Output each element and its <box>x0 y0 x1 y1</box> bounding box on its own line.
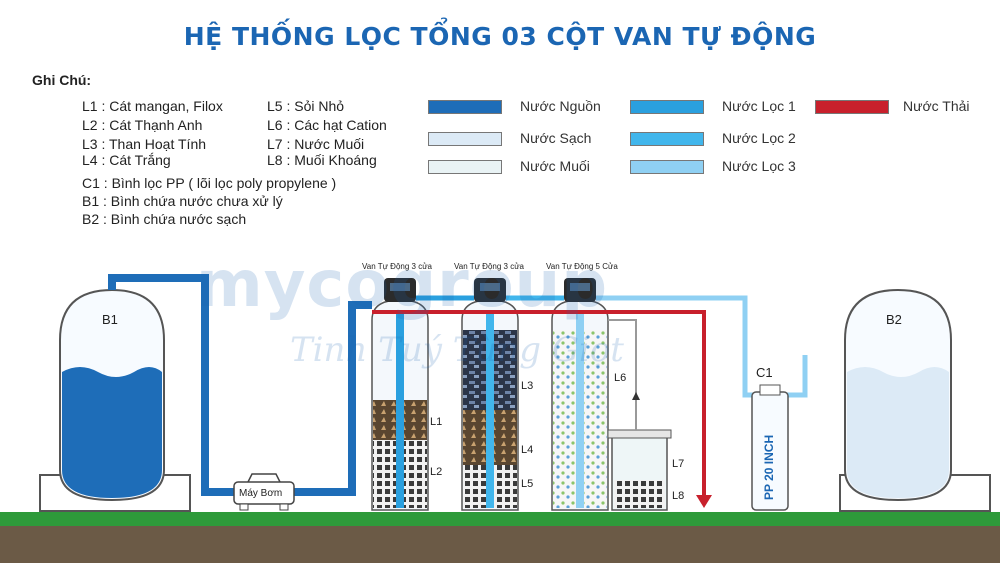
legend-label-brine: Nước Muối <box>520 158 590 174</box>
column-3 <box>551 278 609 511</box>
ground-soil <box>0 526 1000 563</box>
pipe-source-b1 <box>108 274 236 496</box>
pipe-filter3 <box>596 295 755 398</box>
note-l4: L4 : Cát Trắng <box>82 152 171 168</box>
brine-tank <box>607 319 672 511</box>
ground-grass <box>0 512 1000 526</box>
legend-label-filter1: Nước Lọc 1 <box>722 98 796 114</box>
watermark-slogan: Tinh Tuý Từng Giọt <box>290 330 624 370</box>
pump-label: Máy Bơm <box>239 488 283 499</box>
legend-label-waste: Nước Thải <box>903 98 970 114</box>
legend-label-clean: Nước Sạch <box>520 130 592 146</box>
note-l1: L1 : Cát mangan, Filox <box>82 98 223 114</box>
cartridge-label: C1 <box>756 365 773 380</box>
waste-outlet <box>696 495 712 508</box>
layer-l3: L3 <box>521 380 534 392</box>
legend-swatch-clean <box>428 132 502 146</box>
note-b2: B2 : Bình chứa nước sạch <box>82 211 247 227</box>
legend-swatch-filter3 <box>630 160 704 174</box>
note-b1: B1 : Bình chứa nước chưa xử lý <box>82 193 283 209</box>
legend-label-filter3: Nước Lọc 3 <box>722 158 796 174</box>
page-title: HỆ THỐNG LỌC TỔNG 03 CỘT VAN TỰ ĐỘNG <box>183 22 817 51</box>
valve-label-2: Van Tự Động 3 cửa <box>454 262 525 271</box>
tank-b1-label: B1 <box>102 312 118 327</box>
note-l3: L3 : Than Hoạt Tính <box>82 136 207 152</box>
legend-swatch-filter2 <box>630 132 704 146</box>
layer-l5: L5 <box>521 478 534 490</box>
legend-label-source: Nước Nguồn <box>520 98 601 114</box>
watermark-brand: mycogroup <box>196 248 609 322</box>
note-l6: L6 : Các hạt Cation <box>267 117 387 133</box>
note-l5: L5 : Sỏi Nhỏ <box>267 98 345 114</box>
layer-l4: L4 <box>521 444 534 456</box>
valve-label-1: Van Tự Động 3 cửa <box>362 262 433 271</box>
layer-l1: L1 <box>430 416 443 428</box>
layer-l6: L6 <box>614 372 627 384</box>
legend-label-filter2: Nước Lọc 2 <box>722 130 796 146</box>
valve-label-3: Van Tự Động 5 Cửa <box>546 262 618 271</box>
note-l7: L7 : Nước Muối <box>267 136 365 152</box>
cartridge-c1 <box>751 384 789 511</box>
column-2 <box>461 278 519 511</box>
notes-heading: Ghi Chú: <box>32 72 92 88</box>
tank-b1 <box>39 288 191 512</box>
pipe-waste <box>372 310 706 495</box>
note-l8: L8 : Muối Khoáng <box>267 152 377 168</box>
layer-l2: L2 <box>430 466 443 478</box>
pipe-source-col1 <box>292 301 372 496</box>
pump <box>233 473 295 511</box>
column-1 <box>371 278 429 511</box>
tank-b2-label: B2 <box>886 312 902 327</box>
layer-l7: L7 <box>672 458 685 470</box>
legend-swatch-filter1 <box>630 100 704 114</box>
layer-l8: L8 <box>672 490 685 502</box>
cartridge-text: PP 20 INCH <box>762 434 776 500</box>
tank-b2 <box>839 288 991 512</box>
legend-swatch-brine <box>428 160 502 174</box>
note-c1: C1 : Bình lọc PP ( lõi lọc poly propylen… <box>82 175 337 191</box>
note-l2: L2 : Cát Thạnh Anh <box>82 117 203 133</box>
legend-swatch-waste <box>815 100 889 114</box>
pipe-clean-b2 <box>784 355 808 398</box>
legend-swatch-source <box>428 100 502 114</box>
